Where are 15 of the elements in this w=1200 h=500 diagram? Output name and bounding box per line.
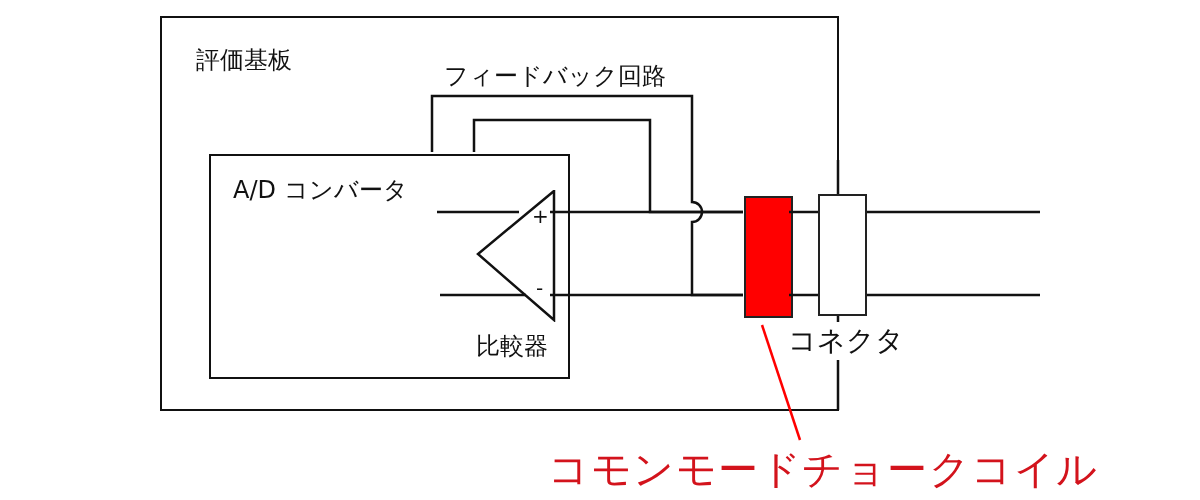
board-title: 評価基板 bbox=[196, 45, 292, 76]
converter-title: A/D コンバータ bbox=[233, 175, 408, 206]
feedback-wire bbox=[430, 94, 743, 297]
converter-box bbox=[209, 154, 570, 379]
signal-wire bbox=[789, 210, 819, 214]
feedback-label: フィードバック回路 bbox=[444, 61, 666, 92]
comparator-label: 比較器 bbox=[476, 331, 548, 362]
signal-wire bbox=[789, 293, 819, 297]
leader-line bbox=[760, 324, 802, 441]
callout-label: コモンモードチョークコイル bbox=[548, 445, 1099, 494]
feedback-wire bbox=[472, 118, 743, 214]
connector-block bbox=[818, 194, 867, 316]
choke-coil-block bbox=[744, 196, 793, 318]
minus-sign: - bbox=[536, 276, 544, 300]
plus-sign: + bbox=[532, 204, 549, 228]
